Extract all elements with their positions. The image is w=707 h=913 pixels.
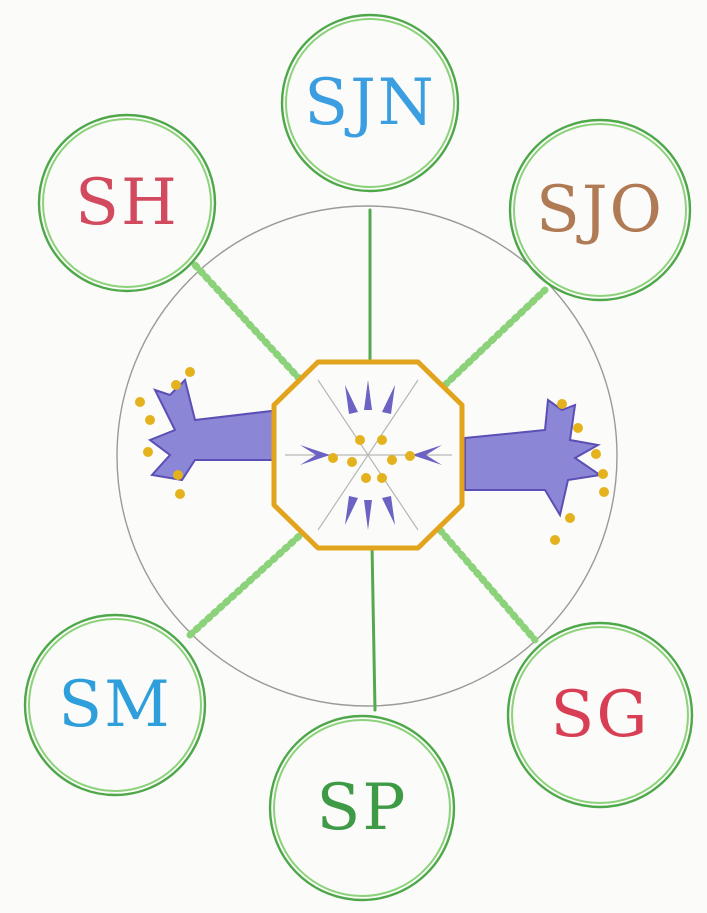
node-label-sp: SP	[317, 771, 408, 845]
hub-emblem	[135, 362, 609, 548]
node-sh: SH	[39, 115, 215, 291]
left-arm	[150, 380, 280, 480]
node-label-sg: SG	[551, 678, 650, 752]
node-label-sjn: SJN	[304, 66, 436, 140]
right-arm	[465, 400, 600, 515]
node-sm: SM	[25, 615, 205, 795]
node-label-sh: SH	[75, 166, 179, 240]
connector-sg	[440, 530, 535, 640]
node-sjo: SJO	[510, 120, 690, 300]
node-label-sm: SM	[58, 668, 171, 742]
node-sjn: SJN	[267, 0, 473, 206]
node-sp: SP	[270, 716, 454, 900]
connector-sp	[372, 545, 375, 710]
node-sg: SG	[508, 623, 692, 807]
connector-sjo	[445, 290, 545, 385]
connector-sh	[195, 265, 305, 385]
node-label-sjo: SJO	[536, 173, 664, 247]
connector-sm	[190, 528, 308, 635]
